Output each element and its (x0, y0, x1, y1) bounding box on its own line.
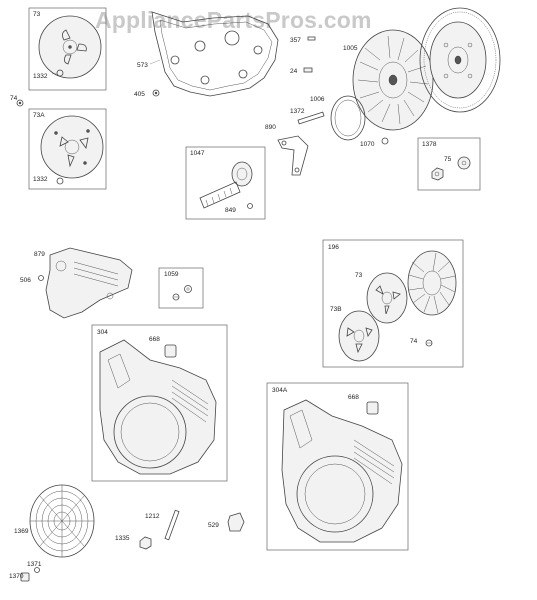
clip-529-part (227, 512, 245, 532)
label-73b: 73 (355, 272, 363, 279)
label-529: 529 (208, 522, 219, 529)
label-357: 357 (290, 37, 301, 44)
blower-housing-304-part (99, 339, 217, 475)
screw-1332a-part (51, 69, 64, 77)
label-573: 573 (137, 62, 148, 69)
label-506: 506 (20, 277, 31, 284)
label-1212: 1212 (145, 513, 160, 520)
screw-405-part (152, 89, 160, 97)
stud-1212-part (164, 509, 180, 541)
group-304: 304 668 (91, 324, 228, 482)
stud-1372-part (297, 111, 325, 125)
nut-1378-part (431, 167, 444, 181)
screw-1371-part (34, 567, 40, 573)
label-1369: 1369 (14, 528, 29, 535)
box-304-label: 304 (97, 329, 108, 336)
box-304-frame (91, 324, 228, 482)
label-1332b: 1332 (33, 176, 48, 183)
screen-73B-part (338, 310, 380, 362)
screw-1059-part (172, 293, 180, 301)
group-1047: 1047 849 (185, 146, 266, 220)
label-1005: 1005 (343, 45, 358, 52)
screw-1370-part (20, 572, 30, 582)
group-196: 196 73 73B 74 (322, 239, 464, 368)
box-304A-frame (266, 382, 409, 551)
key-24-part (303, 67, 313, 73)
spacer-668a-part (164, 344, 177, 358)
starter-cup-1047-part (199, 161, 253, 209)
cover-879-part (45, 247, 133, 319)
watermark-text: AppliancePartsPros.com (95, 7, 372, 33)
label-405: 405 (134, 91, 145, 98)
screw-74b-part (425, 339, 433, 347)
grille-1369-part (29, 484, 95, 558)
blower-housing-plate-573-part (151, 11, 279, 97)
fan-196-part (407, 250, 457, 316)
box-1059-frame (158, 267, 204, 309)
group-73A: 73A 1332 (28, 108, 107, 190)
rotating-screen-73-part (38, 15, 102, 79)
flywheel-part (419, 7, 501, 113)
label-1335: 1335 (115, 535, 130, 542)
label-1372: 1372 (290, 108, 305, 115)
label-1370: 1370 (9, 573, 24, 580)
box-73A-label: 73A (33, 112, 45, 119)
label-879: 879 (34, 251, 45, 258)
box-1059-label: 1059 (164, 271, 179, 278)
label-75: 75 (444, 156, 452, 163)
spacer-668b-part (366, 401, 379, 415)
blower-housing-304A-part (281, 399, 403, 543)
label-1371: 1371 (27, 561, 42, 568)
fan-1005-part (352, 29, 434, 131)
screw-357-part (307, 36, 316, 41)
rotating-screen-73A-part (40, 115, 104, 179)
label-74a: 74 (10, 95, 18, 102)
box-73-frame (28, 7, 107, 91)
box-1378-label: 1378 (422, 141, 437, 148)
screw-1332b-part (56, 177, 64, 185)
washer-1059-part (184, 285, 192, 293)
washer-75-part (457, 156, 471, 170)
box-1047-frame (185, 146, 266, 220)
screw-849-part (247, 203, 253, 209)
box-196-label: 196 (328, 244, 339, 251)
screw-506-part (38, 275, 44, 281)
label-668a: 668 (149, 336, 160, 343)
label-1070: 1070 (360, 141, 375, 148)
ring-1006-part (330, 95, 366, 141)
group-73: 73 1332 (28, 7, 107, 91)
box-196-frame (322, 239, 464, 368)
label-73B: 73B (330, 306, 342, 313)
group-304A: 304A 668 (266, 382, 409, 551)
box-73A-frame (28, 108, 107, 190)
label-1332a: 1332 (33, 73, 48, 80)
label-890: 890 (265, 124, 276, 131)
label-668b: 668 (348, 394, 359, 401)
screen-73b-part (366, 272, 408, 324)
label-1006: 1006 (310, 96, 325, 103)
label-849: 849 (225, 207, 236, 214)
box-73-label: 73 (33, 11, 41, 18)
label-24: 24 (290, 68, 298, 75)
nut-1335-part (139, 536, 152, 550)
box-1047-label: 1047 (190, 150, 205, 157)
box-304A-label: 304A (272, 387, 288, 394)
screw-74a-part (16, 99, 24, 107)
bracket-890-part (277, 135, 309, 176)
box-1378-frame (417, 137, 481, 191)
group-1378: 1378 75 (417, 137, 481, 191)
group-1059: 1059 (158, 267, 204, 309)
label-74b: 74 (410, 338, 418, 345)
screw-1070-part (381, 137, 389, 145)
